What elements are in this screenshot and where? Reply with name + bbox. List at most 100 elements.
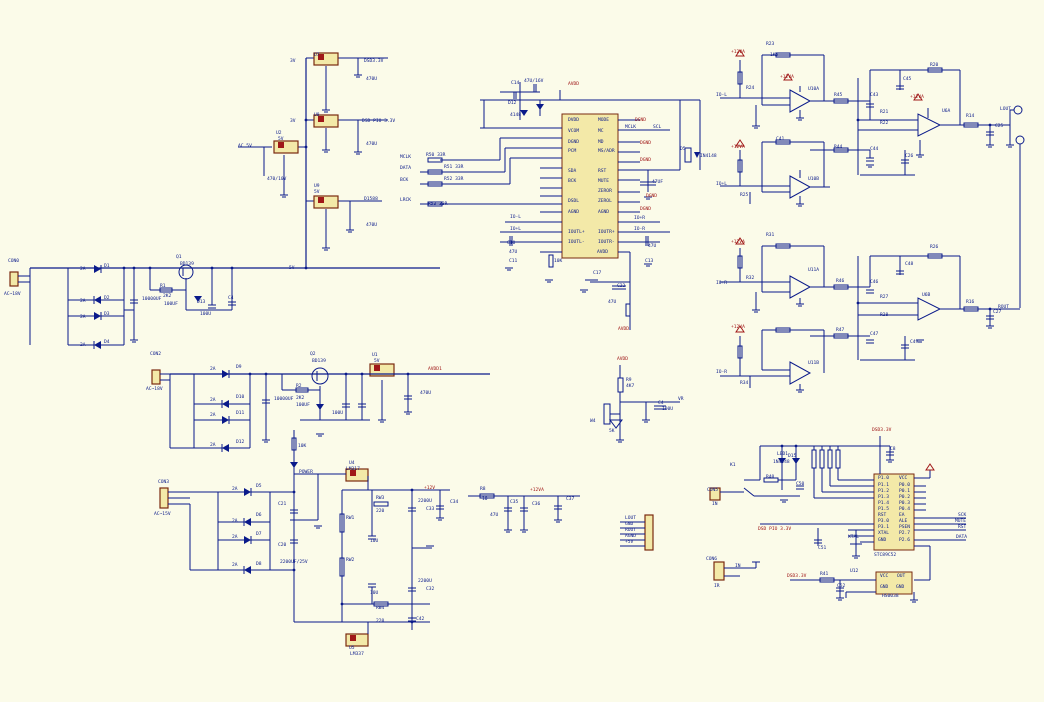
label-io-l: IO-L	[510, 214, 521, 220]
label-op-l-rs: R25	[740, 192, 749, 198]
label-pcm-sel: PCM	[568, 148, 577, 154]
label-ir-r: R41	[820, 571, 829, 577]
label-io-r: IO-R	[634, 226, 645, 232]
label-avdd-top: AVDD	[568, 81, 579, 87]
label-c-2200-a: 2200U	[418, 498, 432, 504]
label-r1: R1	[160, 283, 166, 289]
label-cap470-2: 470U	[366, 141, 377, 147]
label-op-l-io2: IO+L	[716, 181, 727, 187]
label-c2-val: 100UF	[164, 301, 178, 307]
opamp-left	[720, 49, 1025, 308]
label-r-data: R51 33R	[444, 164, 464, 170]
label-mcu-p4: P1.3	[878, 494, 889, 500]
label-mcu-p8: P3.0	[878, 518, 889, 524]
label-op-r-mid: R46	[836, 278, 845, 284]
label-io-r2: IO+R	[634, 215, 645, 221]
label-c-47u-r2: 47U	[648, 243, 657, 249]
regulator-packages	[273, 52, 395, 647]
label-op-l-r1v: 1K5	[770, 52, 779, 58]
label-d4: D4	[104, 339, 110, 345]
label-mcu-q11: P2.6	[899, 537, 910, 543]
label-mute: MUTE	[598, 178, 609, 184]
label-zerol: ZEROL	[598, 198, 612, 204]
label-op-l-r5: R20	[930, 62, 939, 68]
label-vref: VR	[678, 396, 684, 402]
label-op-l-r7: R22	[880, 120, 889, 126]
label-d2-2a: 2A	[80, 298, 86, 304]
label-led-ok2: 1N4148	[773, 459, 790, 465]
label-mcu-q2: P0.0	[899, 482, 910, 488]
label-mcu-q1: VCC	[899, 475, 908, 481]
label-op-l-cout: C25	[995, 123, 1004, 129]
label-op-r-r6: R27	[880, 294, 889, 300]
label-mcu-q10: P2.7	[899, 530, 910, 536]
label-d9-2a: 2A	[210, 366, 216, 372]
label-out-vcc: +12VA	[530, 487, 544, 493]
label-op-l-r2: R24	[746, 85, 755, 91]
pin-dots	[122, 118, 992, 624]
label-scl-out: SCL	[653, 124, 662, 130]
label-mcu-u: STC89C52	[874, 552, 896, 558]
label-u7-3v: 3V	[290, 58, 296, 64]
label-lrck-in: LRCK	[400, 197, 411, 203]
label-d7: D7	[256, 531, 262, 537]
label-op-l-ua: U10A	[808, 86, 819, 92]
label-mcu-p1: P1.0	[878, 475, 889, 481]
label-op-l-u: U6A	[942, 108, 951, 114]
label-iout-r2: IOUTR-	[598, 239, 615, 245]
label-mcu-p3: P1.2	[878, 488, 889, 494]
label-c-36: C36	[532, 501, 541, 507]
label-c-2200u: 2200UF/25V	[280, 559, 308, 565]
label-r1-val: 2K2	[163, 293, 172, 299]
label-op-l-rout: R14	[966, 113, 975, 119]
label-op-r-cout: C27	[993, 309, 1002, 315]
label-d5: D5	[256, 483, 262, 489]
label-bck-in: BCK	[400, 177, 409, 183]
opamp-right	[720, 237, 1020, 393]
label-c-top-47: 47U/16V	[524, 78, 544, 84]
label-op-l-c4: C45	[903, 76, 912, 82]
label-op-l-vcc: +12VA	[910, 94, 924, 100]
label-mcu-p2: P1.1	[878, 482, 889, 488]
label-d1588: D1588	[364, 196, 378, 202]
label-w4: W4	[590, 418, 596, 424]
label-ir-out: OUT	[897, 573, 906, 579]
label-c-neg: C42	[416, 616, 425, 622]
label-agnd-r: AGND	[598, 209, 609, 215]
label-mcu-con: CON5	[707, 487, 718, 493]
label-op-r-r1: R31	[766, 232, 775, 238]
label-r2-val: 2K2	[296, 395, 305, 401]
label-c-big2: C20	[278, 542, 287, 548]
label-ac15v: AC~15V	[154, 511, 171, 517]
label-op-r-io: IO+R	[716, 280, 727, 286]
label-op-r-r7: R28	[880, 312, 889, 318]
label-op-r-c2: C47	[870, 331, 879, 337]
label-avdd-p: AVDD	[597, 249, 608, 255]
label-iout-l: IOUTL+	[568, 229, 585, 235]
label-u1-lbl: U1	[372, 352, 378, 358]
label-mcu-o4: DATA	[956, 534, 967, 540]
label-c4: C4	[228, 295, 234, 301]
label-dsdl: DSDL	[568, 198, 579, 204]
label-con3-lbl: CON3	[158, 479, 169, 485]
label-ac18v-b: AC~18V	[146, 386, 163, 392]
label-op-r-c6: C49	[910, 339, 919, 345]
label-d2: D2	[104, 295, 110, 301]
label-c-34: C34	[450, 499, 459, 505]
label-c-22: C22	[617, 283, 626, 289]
label-d3-2a: 2A	[80, 314, 86, 320]
label-avdd-trim: AVDD	[617, 356, 628, 362]
label-op-r-low: +12VA	[731, 324, 745, 330]
label-op-l-r6: R21	[880, 109, 889, 115]
main-supply-wires	[9, 57, 440, 346]
label-mcu-p7: RST	[878, 512, 887, 518]
label-led-ok: LED1	[777, 451, 788, 457]
label-c-10u-l2: C11	[509, 258, 518, 264]
label-mcu-q7: EA	[899, 512, 905, 518]
label-d1-2a: 2A	[80, 266, 86, 272]
label-u5-part: LM337	[350, 651, 364, 657]
label-zeror: ZEROR	[598, 188, 612, 194]
label-c-32: C32	[426, 586, 435, 592]
label-mcu-sw: K1	[730, 462, 736, 468]
